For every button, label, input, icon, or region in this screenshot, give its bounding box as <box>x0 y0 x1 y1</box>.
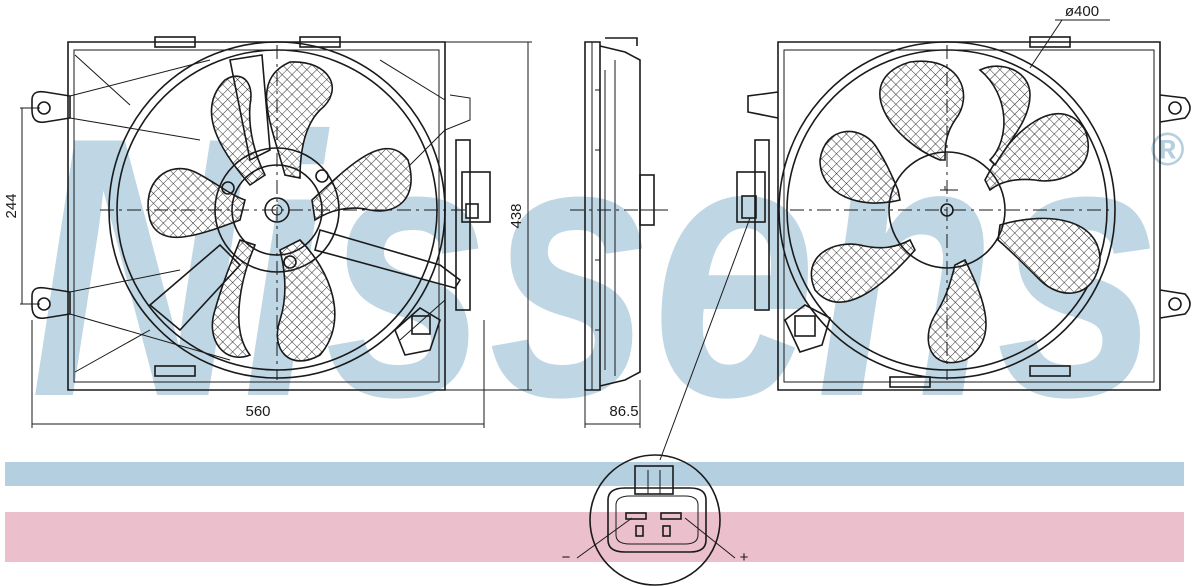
front-view: 244 438 560 <box>3 36 532 428</box>
dimension-label-560: 560 <box>245 403 270 420</box>
side-view: 86.5 <box>570 37 670 428</box>
dimension-width: 560 <box>31 320 485 428</box>
rear-view: ø400 <box>736 3 1191 391</box>
connector-detail-circle <box>589 454 721 586</box>
dimension-diameter: ø400 <box>1029 3 1110 69</box>
front-connector-block <box>394 139 491 356</box>
rear-fan-blades <box>810 60 1101 364</box>
watermark-text: Nissens <box>30 61 1160 474</box>
dimension-label-244: 244 <box>3 193 20 218</box>
terminal-positive-label: + <box>740 549 749 566</box>
dimension-label-86-5: 86.5 <box>609 403 638 420</box>
dimension-label-diameter: ø400 <box>1065 3 1099 20</box>
connector-detail: − + <box>562 217 751 586</box>
blue-band <box>5 462 1184 486</box>
registered-mark: ® <box>1150 123 1184 175</box>
dimension-mount-spacing: 244 <box>3 107 40 305</box>
dimension-label-438: 438 <box>508 203 525 228</box>
dimension-height: 438 <box>445 41 532 391</box>
dimension-depth: 86.5 <box>584 380 641 428</box>
pink-band <box>5 512 1184 562</box>
terminal-negative-label: − <box>562 549 571 566</box>
rear-connector-block <box>736 139 831 353</box>
